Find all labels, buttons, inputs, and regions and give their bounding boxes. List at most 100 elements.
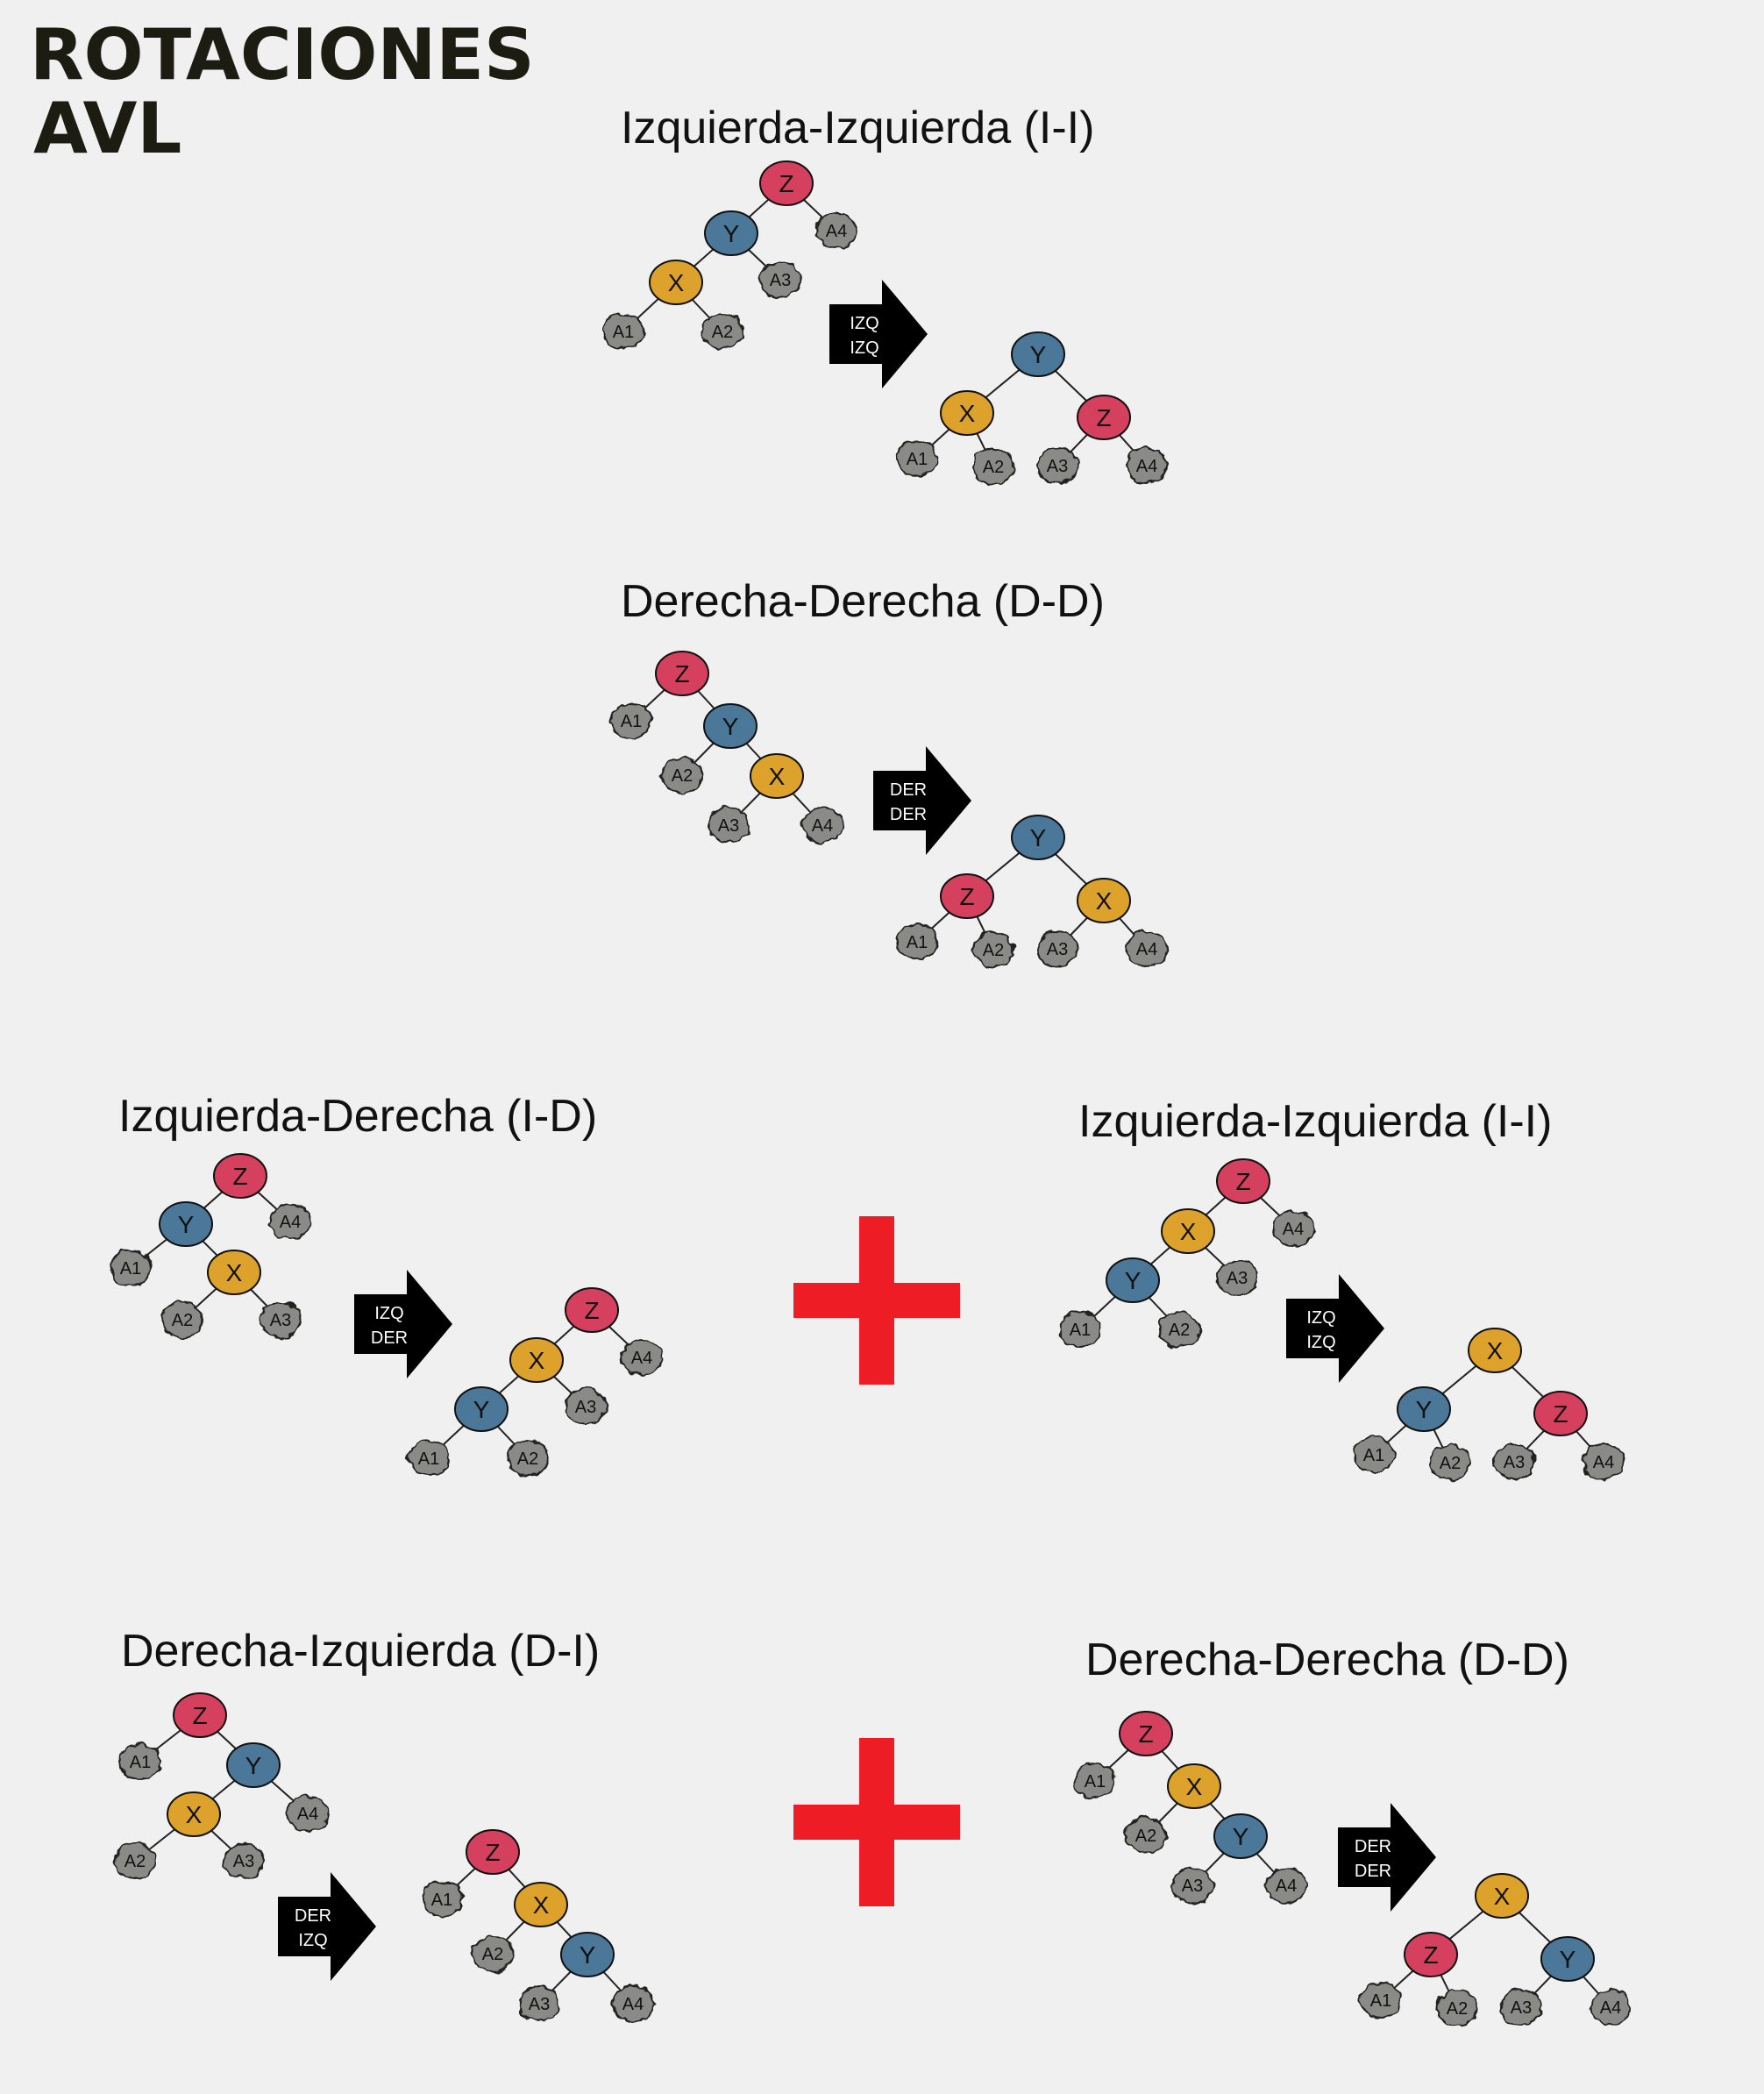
section-title-dd: Derecha-Derecha (D-D) — [621, 576, 1105, 627]
node-label: Z — [779, 170, 793, 197]
section-title-di: Derecha-Izquierda (D-I) — [121, 1626, 600, 1677]
node-label: Y — [723, 220, 740, 247]
arrow-right-icon — [873, 746, 971, 855]
subtree-label: A2 — [672, 766, 693, 786]
subtree-label: A4 — [297, 1805, 318, 1824]
subtree-label: A2 — [517, 1449, 538, 1469]
main-title-line-1: ROTACIONES — [30, 14, 535, 96]
arrow-label: DER — [295, 1906, 331, 1926]
section-title-ii: Izquierda-Izquierda (I-I) — [621, 103, 1094, 153]
subtree-label: A4 — [280, 1213, 301, 1232]
node-circle — [167, 1791, 221, 1837]
subtree-cloud-icon — [287, 1795, 329, 1832]
node-label: X — [1096, 887, 1113, 915]
subtree-a4: A4 — [1126, 447, 1168, 484]
subtree-a4: A4 — [1583, 1443, 1625, 1480]
node-y: Y — [1397, 1386, 1451, 1432]
subtree-a3: A3 — [708, 807, 750, 844]
subtree-cloud-icon — [565, 1388, 607, 1425]
node-circle — [1213, 1813, 1268, 1859]
subtree-label: A1 — [613, 323, 634, 342]
subtree-cloud-icon — [612, 1985, 654, 2022]
subtree-cloud-icon — [896, 923, 938, 960]
subtree-cloud-icon — [701, 313, 743, 350]
subtree-label: A1 — [431, 1891, 452, 1910]
node-label: X — [1186, 1773, 1203, 1800]
node-label: X — [1487, 1337, 1504, 1364]
node-circle — [560, 1932, 615, 1977]
subtree-cloud-icon — [708, 807, 750, 844]
subtree-label: A4 — [1593, 1453, 1614, 1472]
plus-bar-vertical — [859, 1738, 894, 1906]
subtree-label: A2 — [1447, 1999, 1468, 2019]
subtree-a2: A2 — [507, 1440, 549, 1477]
subtree-a2: A2 — [1125, 1817, 1167, 1854]
plus-icon — [793, 1738, 960, 1906]
arrow-right-icon — [354, 1270, 452, 1378]
subtree-label: A4 — [1600, 1998, 1621, 2018]
main-title-line-2: AVL — [33, 88, 181, 169]
node-y: Y — [560, 1932, 615, 1977]
subtree-label: A2 — [124, 1852, 146, 1871]
arrow-right-icon — [1286, 1274, 1384, 1383]
subtree-a3: A3 — [1036, 930, 1078, 967]
subtree-cloud-icon — [472, 1935, 514, 1972]
subtree-label: A3 — [718, 816, 739, 836]
node-z: Z — [1119, 1711, 1173, 1756]
node-y: Y — [704, 210, 758, 256]
node-y: Y — [226, 1742, 281, 1788]
node-circle — [207, 1250, 261, 1295]
node-circle — [655, 651, 709, 696]
subtree-cloud-icon — [1272, 1210, 1314, 1247]
node-z: Z — [655, 651, 709, 696]
arrow-label: IZQ — [374, 1304, 403, 1323]
node-z: Z — [173, 1692, 227, 1738]
subtree-a4: A4 — [1272, 1210, 1314, 1247]
subtree-cloud-icon — [1059, 1311, 1101, 1348]
node-x: X — [1468, 1328, 1522, 1373]
subtree-cloud-icon — [1074, 1763, 1116, 1799]
subtree-label: A3 — [575, 1398, 596, 1417]
subtree-cloud-icon — [1265, 1867, 1307, 1904]
node-label: Y — [1233, 1823, 1249, 1850]
subtree-label: A2 — [1135, 1827, 1156, 1846]
subtree-label: A2 — [1440, 1454, 1461, 1473]
subtree-label: A4 — [1283, 1220, 1304, 1239]
subtree-a4: A4 — [815, 212, 857, 249]
node-label: Z — [192, 1702, 207, 1729]
subtree-a1: A1 — [1074, 1763, 1116, 1799]
subtree-cloud-icon — [972, 931, 1014, 968]
node-circle — [565, 1287, 619, 1333]
subtree-label: A3 — [1504, 1453, 1525, 1472]
node-label: Y — [1416, 1396, 1433, 1423]
arrow-label: IZQ — [1306, 1308, 1335, 1328]
subtree-label: A3 — [1227, 1269, 1248, 1288]
subtree-cloud-icon — [421, 1881, 463, 1918]
subtree-a2: A2 — [1429, 1444, 1471, 1481]
node-x: X — [1475, 1873, 1529, 1919]
section-title-id: Izquierda-Derecha (I-D) — [118, 1091, 597, 1142]
subtree-cloud-icon — [1353, 1436, 1395, 1473]
plus-bar-vertical — [859, 1216, 894, 1385]
node-circle — [649, 260, 703, 305]
node-x: X — [509, 1337, 564, 1383]
subtree-a4: A4 — [1590, 1989, 1632, 2026]
subtree-label: A3 — [770, 271, 791, 290]
subtree-cloud-icon — [518, 1985, 560, 2022]
subtree-a3: A3 — [518, 1985, 560, 2022]
node-circle — [213, 1153, 267, 1199]
subtree-label: A1 — [907, 933, 928, 952]
node-label: Z — [1423, 1941, 1438, 1969]
node-x: X — [649, 260, 703, 305]
subtree-a3: A3 — [759, 261, 801, 298]
subtree-a4: A4 — [1126, 930, 1168, 967]
subtree-a1: A1 — [1360, 1982, 1402, 2019]
subtree-a4: A4 — [287, 1795, 329, 1832]
subtree-label: A3 — [1047, 940, 1068, 959]
arrow-label: DER — [371, 1328, 408, 1348]
subtree-a4: A4 — [612, 1985, 654, 2022]
node-x: X — [1077, 878, 1131, 923]
arrow-label: IZQ — [1306, 1333, 1335, 1352]
node-label: X — [769, 763, 786, 790]
